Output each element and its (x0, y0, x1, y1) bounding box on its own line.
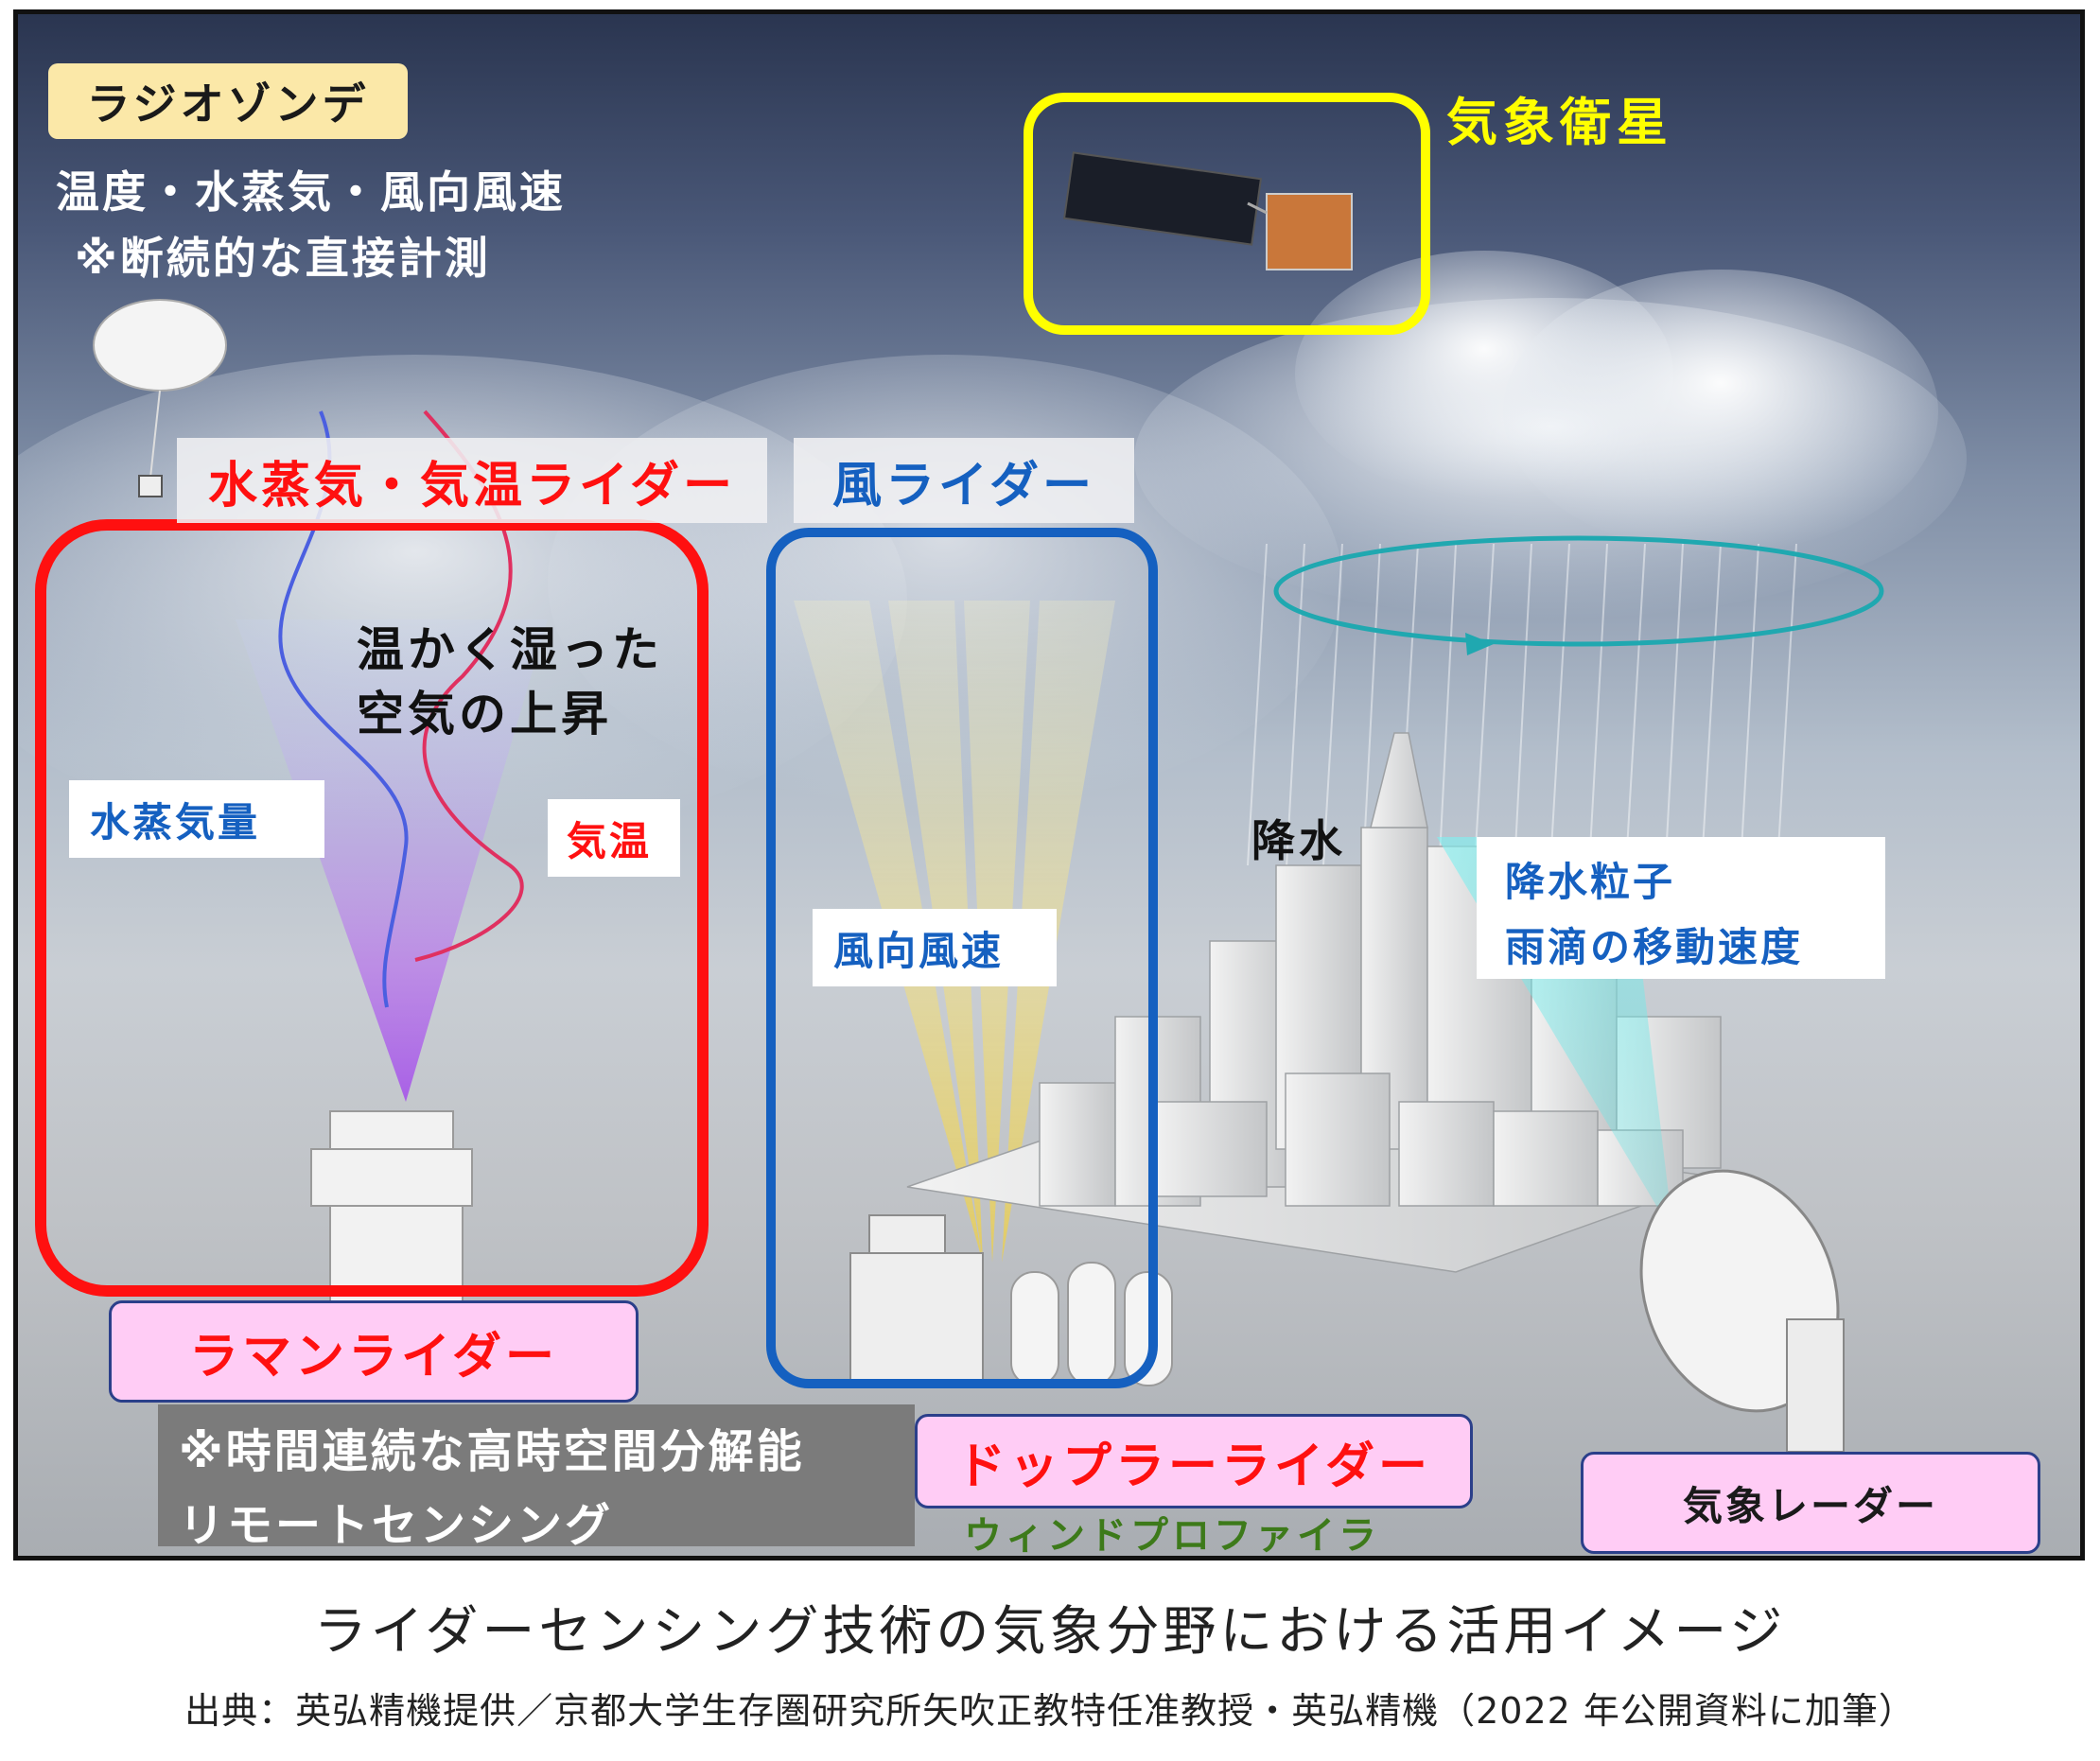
doppler-lidar-label: ドップラーライダー (956, 1438, 1431, 1495)
precipitation-label: 降水 (1251, 815, 1346, 866)
raman-frame (35, 519, 709, 1297)
water-vapor-lidar-title: 水蒸気・気温ライダー (208, 457, 736, 514)
wind-speed-tag: 風向風速 (813, 909, 1057, 986)
rising-air-line1: 温かく湿った (357, 622, 663, 677)
wind-speed-label: 風向風速 (833, 927, 1005, 974)
remote-note-line1: ※時間連続な高時空間分解能 (179, 1425, 805, 1478)
precip-particles-line1: 降水粒子 (1505, 859, 1676, 905)
doppler-lidar-device (849, 1214, 984, 1386)
precip-particles-line2: 雨滴の移動速度 (1505, 924, 1804, 970)
remote-note-line2: リモートセンシング (179, 1499, 614, 1552)
radiosonde-line1: 温度・水蒸気・風向風速 (56, 166, 566, 218)
rain (1247, 543, 1797, 914)
satellite-label: 気象衛星 (1446, 93, 1673, 152)
precip-particles-tag: 降水粒子 雨滴の移動速度 (1477, 837, 1885, 979)
radiosonde-title: ラジオゾンデ (86, 78, 370, 130)
caption-title: ライダーセンシング技術の気象分野における活用イメージ (313, 1601, 1787, 1663)
temperature-tag: 気温 (548, 799, 680, 877)
caption-source: 出典：英弘精機提供／京都大学生存圏研究所矢吹正教特任准教授・英弘精機（2022 … (184, 1690, 1916, 1732)
raman-beam (236, 619, 548, 1102)
raman-lidar-label-box: ラマンライダー (109, 1300, 639, 1403)
radiosonde-line2: ※断続的な直接計測 (75, 233, 491, 284)
water-vapor-wave (278, 410, 409, 1008)
satellite-frame (1024, 93, 1430, 335)
wind-lidar-title: 風ライダー (832, 457, 1095, 514)
weather-radar-label: 気象レーダー (1682, 1482, 1938, 1529)
radiosonde-badge: ラジオゾンデ (48, 63, 408, 139)
remote-sensing-note: ※時間連続な高時空間分解能 リモートセンシング (158, 1404, 915, 1552)
water-vapor-lidar-heading: 水蒸気・気温ライダー (177, 438, 767, 523)
wind-profiler-label: ウィンドプロファイラ (964, 1514, 1380, 1558)
water-vapor-amount-tag: 水蒸気量 (69, 780, 324, 858)
city-buildings (906, 732, 1722, 1273)
raman-lidar-label: ラマンライダー (189, 1328, 558, 1386)
illustration-frame: ラジオゾンデ 温度・水蒸気・風向風速 ※断続的な直接計測 気象衛星 水蒸気・気温… (13, 9, 2085, 1560)
satellite-icon (1062, 151, 1353, 270)
weather-radar-label-box: 気象レーダー (1581, 1452, 2040, 1554)
doppler-lidar-label-box: ドップラーライダー (915, 1414, 1473, 1508)
wind-lidar-heading: 風ライダー (794, 438, 1134, 523)
rising-air-line2: 空気の上昇 (357, 687, 612, 741)
water-vapor-amount-label: 水蒸気量 (90, 798, 261, 846)
temperature-wave (414, 410, 524, 962)
balloon-icon (93, 299, 227, 497)
doppler-frame (766, 528, 1158, 1388)
rotation-arrow-icon (1273, 535, 1884, 655)
radar-dish-icon (1639, 1169, 1845, 1453)
temperature-label: 気温 (567, 817, 653, 864)
